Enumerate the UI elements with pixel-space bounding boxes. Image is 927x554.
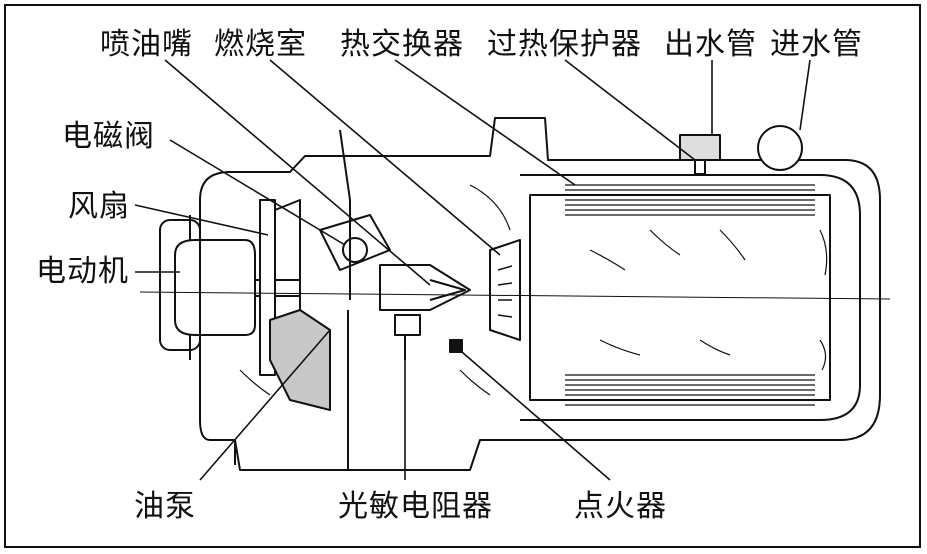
burner-head [489, 239, 521, 341]
fins-top [565, 184, 815, 216]
label-nozzle: 喷油嘴 [100, 27, 193, 62]
leader-solenoid-valve [169, 139, 346, 246]
leader-igniter [454, 345, 611, 481]
label-water-inlet: 进水管 [770, 27, 863, 62]
solenoid-valve [342, 237, 368, 263]
oil-pump-body [269, 309, 331, 411]
center-axis [139, 291, 891, 300]
label-fan: 风扇 [68, 189, 130, 224]
figure-border [4, 4, 921, 548]
label-solenoid-valve: 电磁阀 [62, 119, 155, 154]
label-combustion-chamber: 燃烧室 [214, 27, 307, 62]
label-photoresistor: 光敏电阻器 [338, 489, 493, 524]
leader-nozzle [164, 59, 431, 286]
water-inlet-pipe [757, 125, 803, 171]
nozzle-assembly [379, 264, 471, 311]
label-water-outlet: 出水管 [664, 27, 757, 62]
leader-oil-pump [199, 329, 331, 481]
leader-combustion-chamber [269, 59, 501, 256]
leader-water-inlet [799, 59, 811, 131]
overheat-protector [679, 134, 721, 161]
outer-housing [199, 117, 881, 471]
photoresistor [394, 314, 421, 336]
fins-bottom [565, 374, 815, 406]
label-heat-exchanger: 热交换器 [340, 27, 464, 62]
label-igniter: 点火器 [574, 489, 667, 524]
label-motor: 电动机 [36, 254, 129, 289]
leader-overheat-protector [564, 59, 696, 161]
heat-exchanger-shell [520, 174, 861, 421]
leader-heat-exchanger [394, 59, 576, 186]
label-overheat-protector: 过热保护器 [487, 27, 642, 62]
label-oil-pump: 油泵 [134, 489, 196, 524]
leader-fan [134, 204, 269, 236]
motor-body [174, 239, 256, 336]
